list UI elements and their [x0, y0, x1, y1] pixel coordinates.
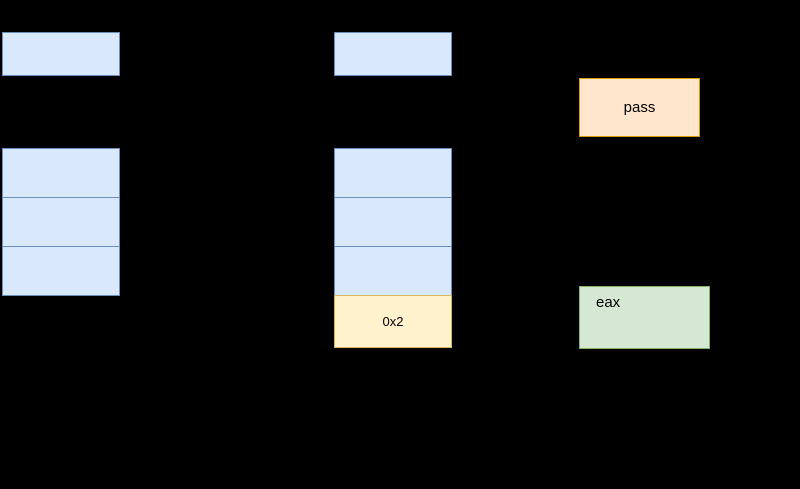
middle-stack-cell-4-value[interactable]: 0x2	[334, 295, 452, 348]
left-stack-cell-2[interactable]	[2, 197, 120, 247]
eax-box[interactable]: eax	[579, 286, 710, 349]
left-stack	[2, 148, 120, 296]
middle-stack-cell-1[interactable]	[334, 148, 452, 198]
left-stack-cell-1[interactable]	[2, 148, 120, 198]
middle-header-box[interactable]	[334, 32, 452, 76]
middle-stack-cell-3[interactable]	[334, 246, 452, 296]
pass-box[interactable]: pass	[579, 78, 700, 137]
middle-stack: 0x2	[334, 148, 452, 348]
left-stack-cell-3[interactable]	[2, 246, 120, 296]
middle-stack-cell-2[interactable]	[334, 197, 452, 247]
left-header-box[interactable]	[2, 32, 120, 76]
